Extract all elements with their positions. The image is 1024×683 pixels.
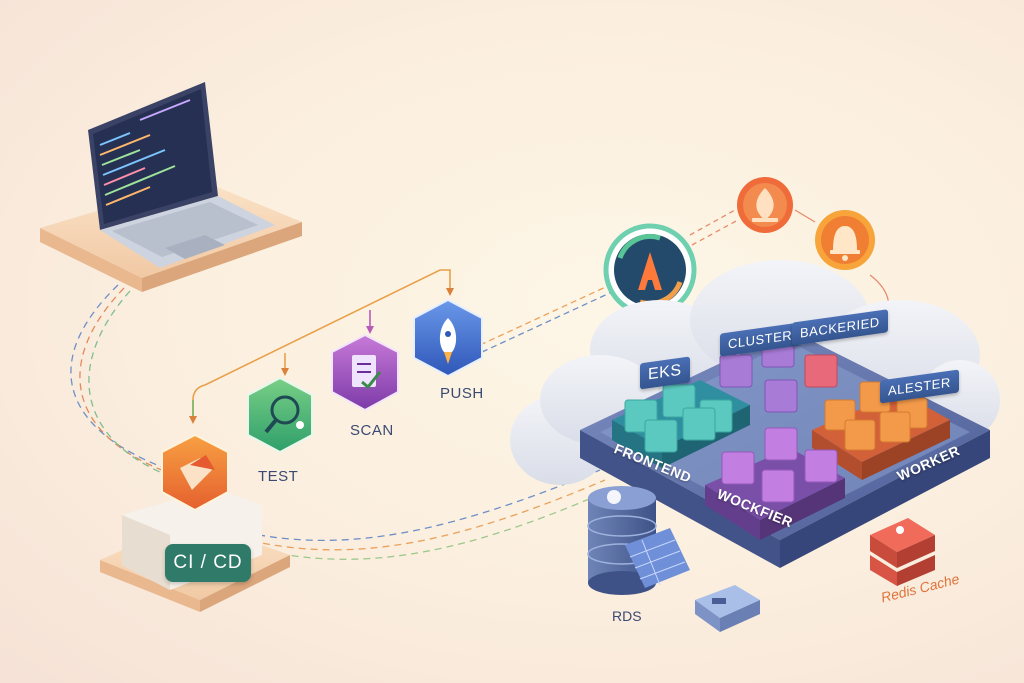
push-stage-label: PUSH <box>440 385 484 402</box>
push-stage-icon <box>413 298 483 378</box>
rds-label: RDS <box>612 608 642 624</box>
worker-cubes <box>812 381 950 480</box>
automation-icon <box>603 223 697 317</box>
test-stage-label: TEST <box>258 468 299 485</box>
frontend-cubes <box>612 380 750 468</box>
wockfier-cubes <box>705 427 845 540</box>
redis-cache-icon <box>870 518 935 586</box>
cicd-icon <box>161 433 229 512</box>
stage-feedback-lines <box>192 269 451 418</box>
scan-stage-icon <box>331 333 399 412</box>
laptop-icon <box>88 82 275 268</box>
bell-alert-icon <box>815 210 875 270</box>
scan-stage-label: SCAN <box>350 422 394 439</box>
data-table-icon <box>625 528 690 588</box>
cicd-label: CI / CD <box>165 544 251 582</box>
test-stage-icon <box>247 376 313 454</box>
stage-arrowheads <box>189 288 454 424</box>
fire-alert-icon <box>737 177 793 233</box>
storage-box-icon <box>695 585 760 632</box>
